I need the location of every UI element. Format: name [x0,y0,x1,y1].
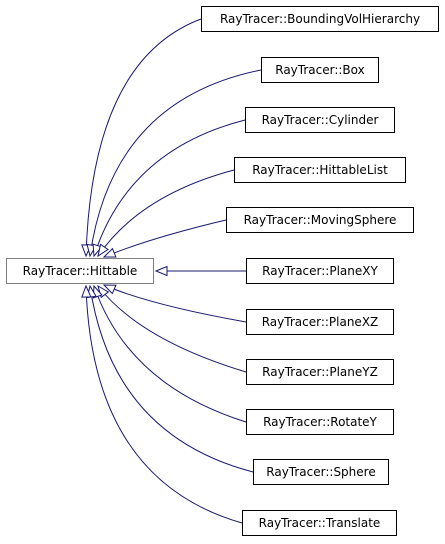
edge-5 [103,219,227,258]
node-cylinder[interactable]: RayTracer::Cylinder [245,107,395,133]
edge-3 [93,119,246,257]
edge-arrowhead-11 [81,284,92,298]
node-planexy[interactable]: RayTracer::PlaneXY [246,258,394,284]
node-rotatey[interactable]: RayTracer::RotateY [246,409,394,435]
edge-7 [103,284,247,323]
edge-9 [93,285,247,423]
edge-1 [85,18,202,257]
edge-4 [97,169,235,257]
edge-arrowhead-5 [102,247,117,258]
node-boundingvolhierarchy[interactable]: RayTracer::BoundingVolHierarchy [201,6,439,32]
edge-arrowhead-6 [154,265,168,277]
edge-arrowhead-7 [102,284,117,295]
edge-8 [97,285,247,373]
node-planeyz[interactable]: RayTracer::PlaneYZ [246,359,394,385]
node-planexz[interactable]: RayTracer::PlaneXZ [246,309,394,335]
edge-11 [85,285,243,524]
node-hittablelist[interactable]: RayTracer::HittableList [234,157,406,183]
node-sphere[interactable]: RayTracer::Sphere [253,459,389,485]
edge-arrowhead-4 [97,243,109,258]
edge-10 [89,285,254,473]
node-root-hittable: RayTracer::Hittable [6,258,154,284]
node-translate[interactable]: RayTracer::Translate [242,510,397,536]
node-movingsphere[interactable]: RayTracer::MovingSphere [226,207,414,233]
node-box[interactable]: RayTracer::Box [261,57,379,83]
edge-2 [89,69,262,257]
